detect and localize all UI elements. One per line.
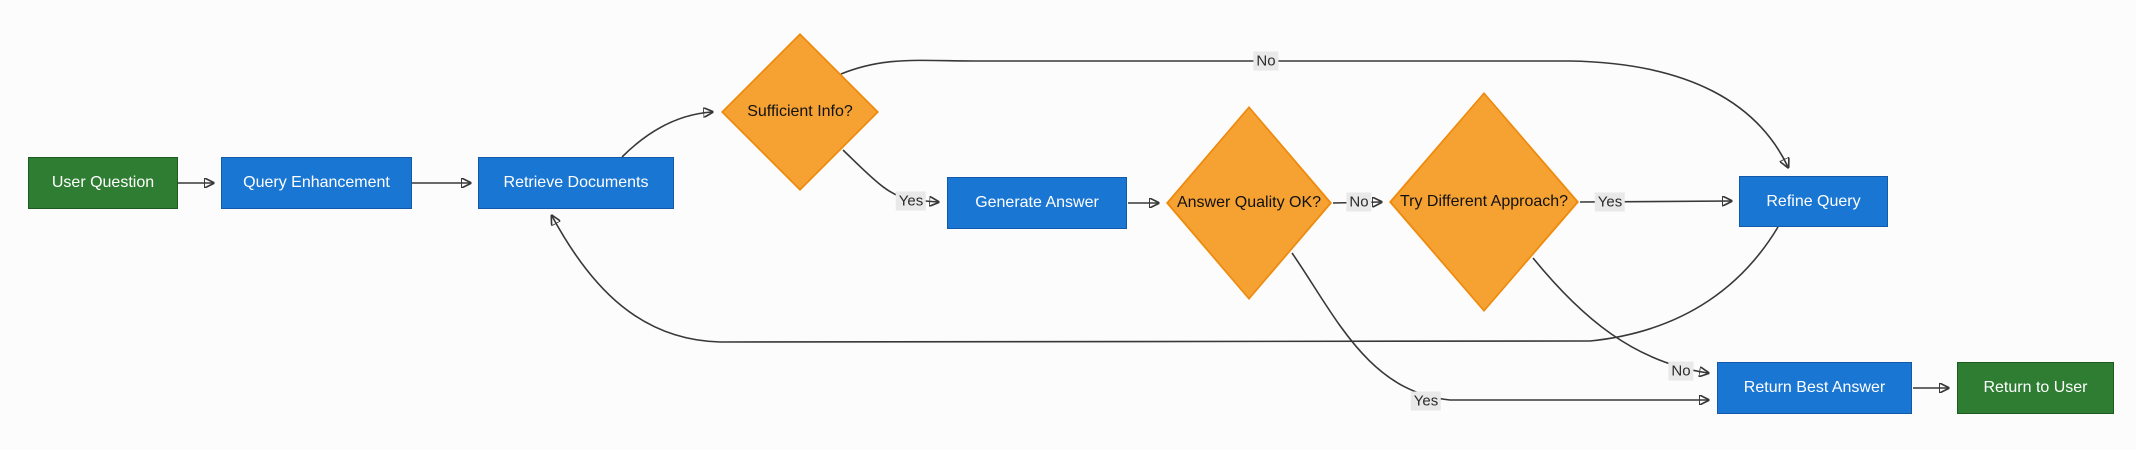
node-user-question-label: User Question	[51, 174, 155, 192]
node-answer-quality: Answer Quality OK?	[1166, 106, 1332, 300]
node-return-to-user: Return to User	[1957, 362, 2114, 414]
node-return-to-user-label: Return to User	[1983, 379, 2088, 397]
edge-label-sufficient-info-yes: Yes	[895, 191, 927, 211]
node-refine-query: Refine Query	[1739, 176, 1888, 227]
edge-label-answer-quality-no: No	[1346, 192, 1372, 212]
edge-sufficient-info-no-to-refine-query	[840, 59, 1788, 167]
node-query-enhancement-label: Query Enhancement	[243, 174, 390, 192]
node-answer-quality-label: Answer Quality OK?	[1176, 194, 1322, 212]
edge-retrieve-documents-to-sufficient-info	[621, 112, 712, 158]
node-sufficient-info: Sufficient Info?	[721, 33, 879, 191]
node-retrieve-documents-label: Retrieve Documents	[503, 174, 649, 192]
node-sufficient-info-label: Sufficient Info?	[747, 103, 853, 121]
edge-refine-query-to-retrieve-documents	[552, 216, 1779, 343]
node-retrieve-documents: Retrieve Documents	[478, 157, 674, 209]
node-generate-answer: Generate Answer	[947, 177, 1127, 229]
edge-label-try-different-yes: Yes	[1594, 192, 1626, 212]
node-user-question: User Question	[28, 157, 178, 209]
node-return-best-answer: Return Best Answer	[1717, 362, 1912, 414]
edge-label-sufficient-info-no: No	[1253, 51, 1279, 71]
node-return-best-answer-label: Return Best Answer	[1743, 379, 1886, 397]
node-generate-answer-label: Generate Answer	[975, 194, 1099, 212]
node-refine-query-label: Refine Query	[1766, 192, 1861, 210]
edge-label-answer-quality-yes: Yes	[1410, 391, 1442, 411]
node-try-different-approach-label: Try Different Approach?	[1399, 193, 1569, 211]
node-try-different-approach: Try Different Approach?	[1389, 92, 1579, 312]
node-query-enhancement: Query Enhancement	[221, 157, 412, 209]
edge-label-try-different-no: No	[1668, 361, 1694, 381]
